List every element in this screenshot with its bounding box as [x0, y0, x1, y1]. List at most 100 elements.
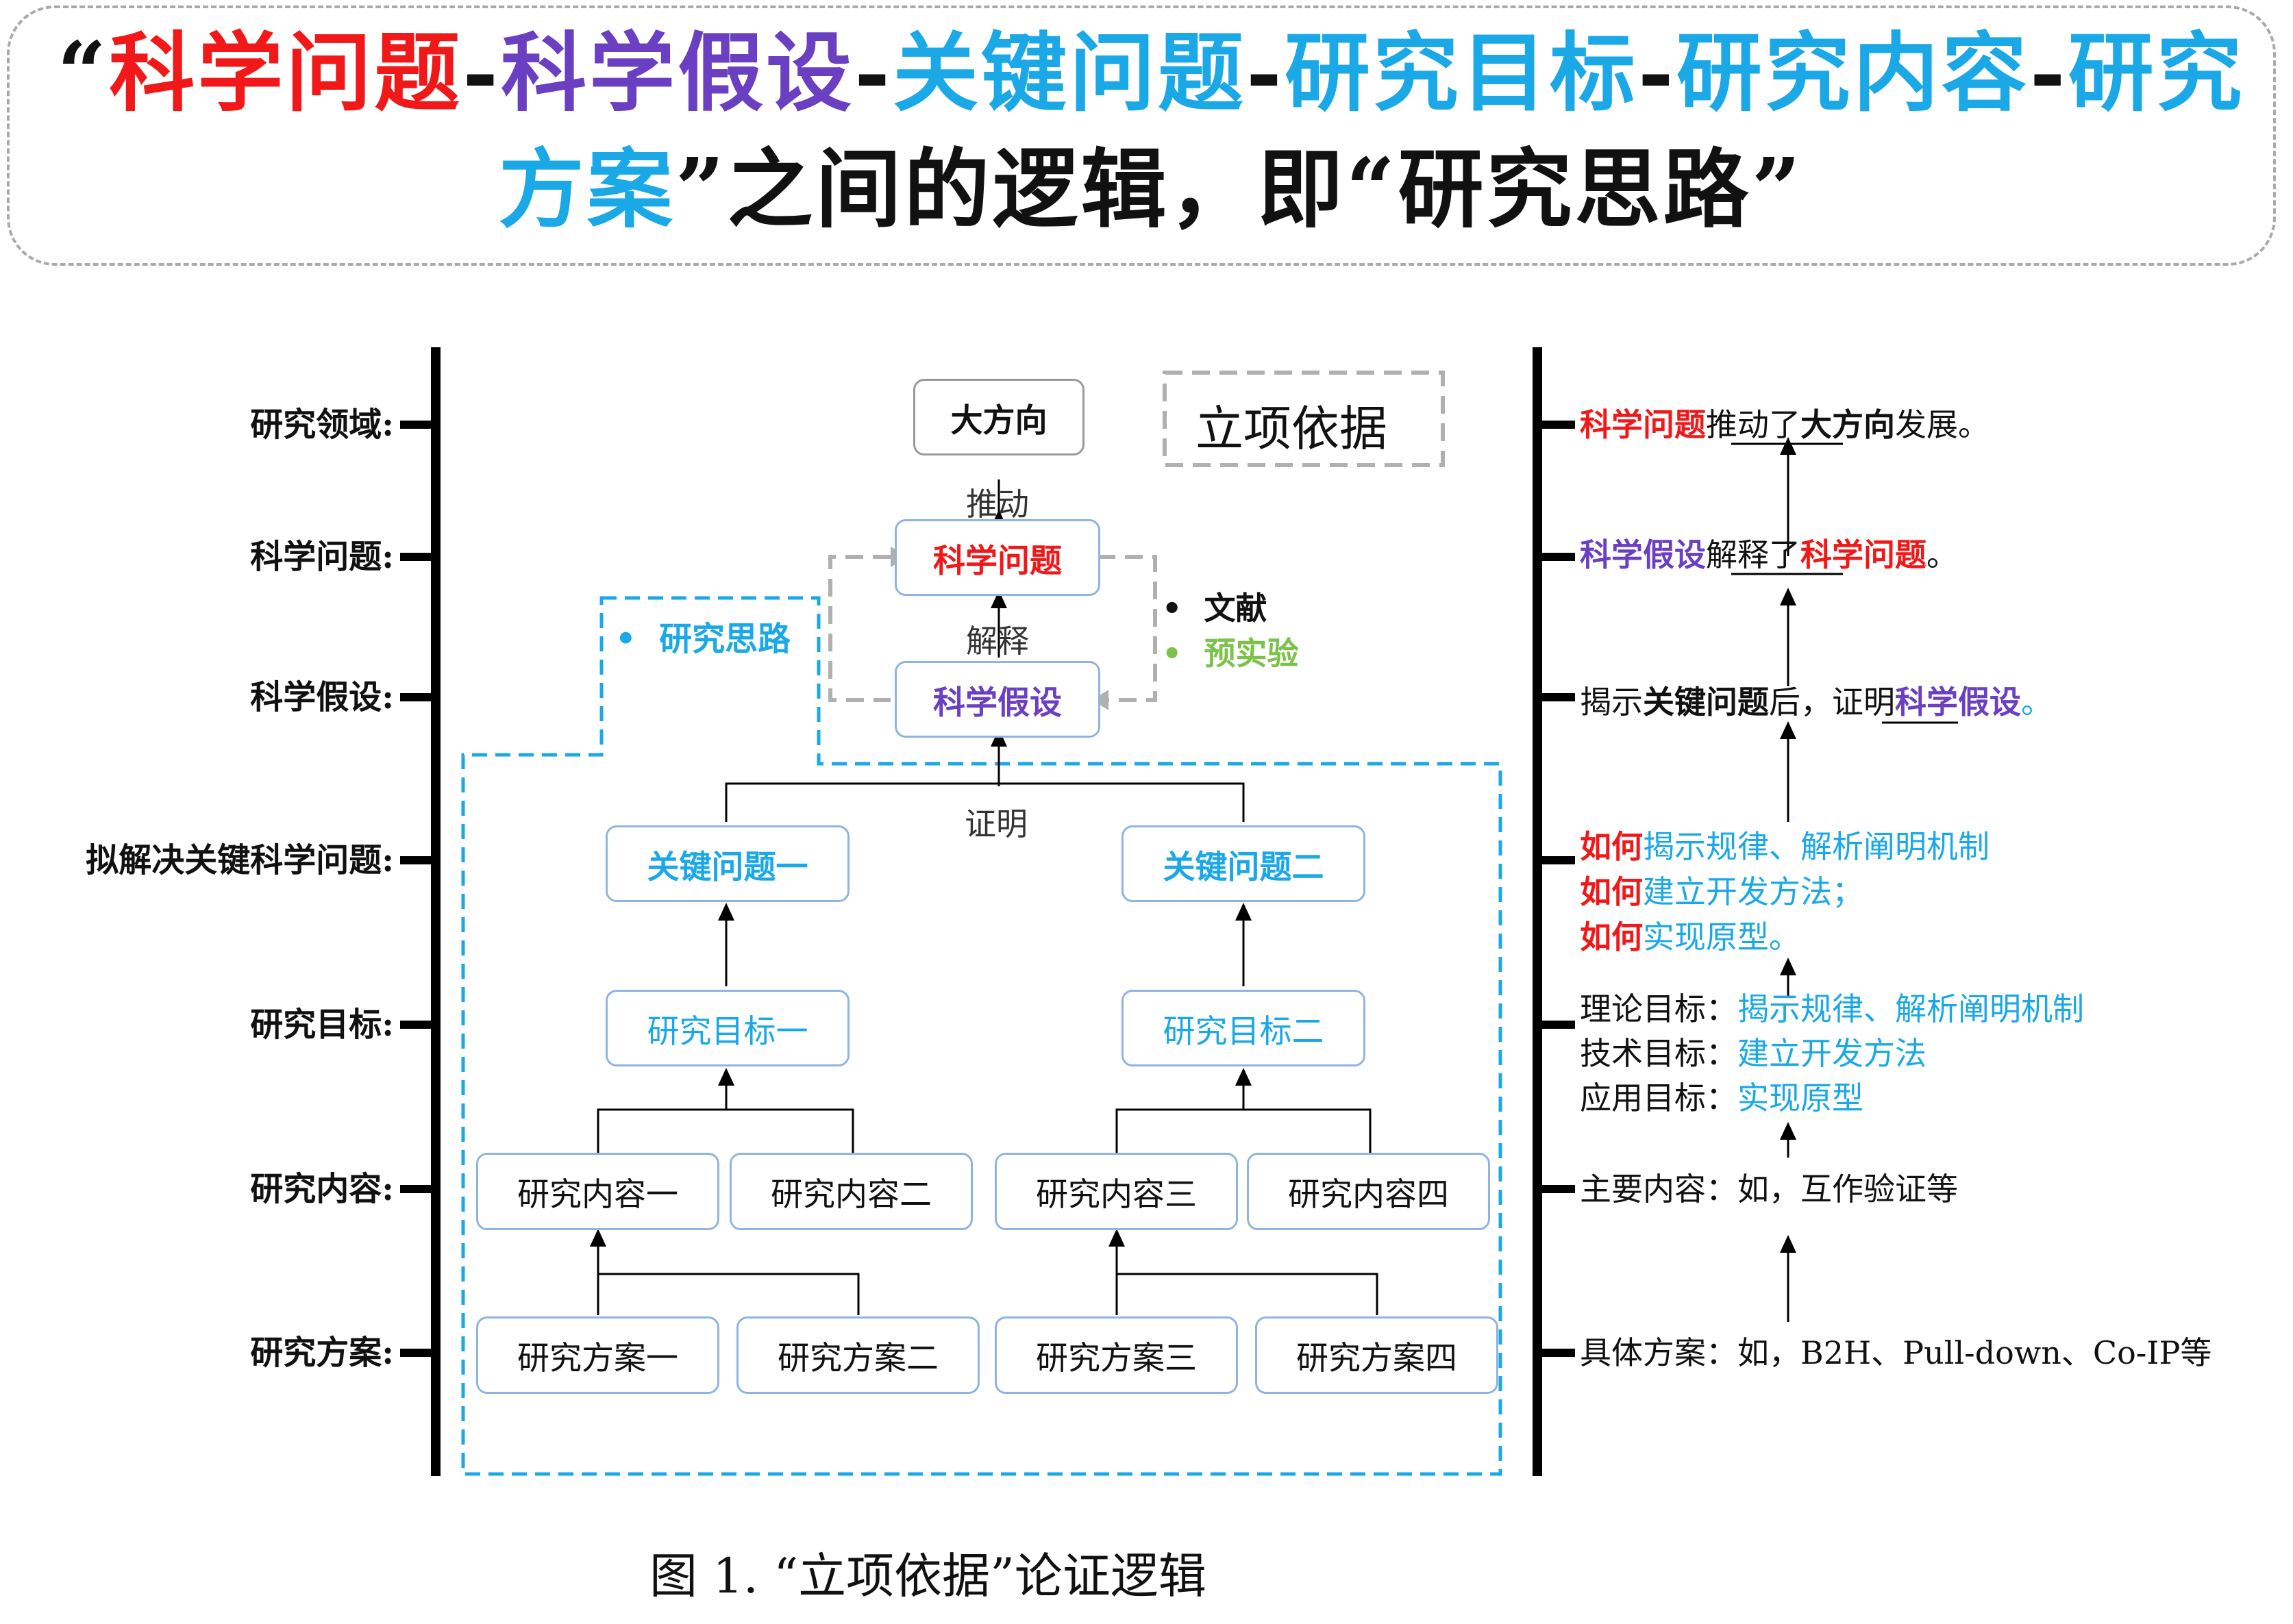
title-rest-quote: “研究思路” — [1346, 140, 1804, 240]
bullet: • — [615, 620, 636, 658]
label-prove: 证明 — [965, 805, 1028, 842]
title-dash: - — [1246, 23, 1285, 123]
right-row-how-3: 如何实现原型。 — [1580, 916, 1800, 958]
text-goal-value: 建立开发方法 — [1737, 1035, 1926, 1072]
text-science-problem: 科学问题 — [1580, 406, 1706, 443]
title-part-key-problem: 关键问题 — [893, 23, 1246, 123]
right-row-hypothesis: 揭示关键问题后，证明科学假设。 — [1580, 682, 2053, 723]
text-after: 后， — [1769, 684, 1832, 721]
label-explain: 解释 — [966, 623, 1029, 660]
title-banner — [7, 5, 2276, 266]
axis-tick — [400, 856, 433, 864]
bullet: • — [1162, 590, 1182, 627]
axis-tick — [1542, 856, 1575, 864]
right-axis — [1533, 347, 1542, 1476]
axis-tick — [400, 553, 433, 561]
right-row-how-1: 如何揭示规律、解析阐明机制 — [1580, 826, 1990, 867]
research-thought-text: 研究思路 — [659, 620, 791, 658]
text-how-detail: 揭示规律、解析阐明机制 — [1643, 828, 1990, 865]
box-plan-2: 研究方案二 — [736, 1316, 980, 1394]
text-science-problem: 科学问题 — [1800, 536, 1926, 573]
text-key-problem: 关键问题 — [1643, 684, 1769, 721]
box-plan-1: 研究方案一 — [476, 1316, 719, 1394]
left-axis — [431, 347, 441, 1476]
title-part-hypothesis: 科学假设 — [501, 23, 855, 123]
axis-tick — [400, 421, 433, 429]
pre-experiment-item: • 预实验 — [1162, 629, 1298, 674]
label-goal: 研究目标: — [250, 1005, 394, 1044]
text-pushed: 推动了 — [1706, 406, 1800, 443]
label-science-problem: 科学问题: — [250, 538, 394, 576]
text-prove: 证明 — [1832, 684, 1895, 721]
text-goal-key: 理论目标： — [1580, 990, 1737, 1027]
title-quote-open: “ — [57, 23, 110, 123]
axis-tick — [1542, 421, 1575, 429]
figure-caption: 图 1. “立项依据”论证逻辑 — [649, 1548, 1206, 1604]
text-goal-key: 应用目标： — [1580, 1079, 1737, 1116]
research-thought-label: • 研究思路 — [615, 612, 791, 660]
label-plan: 研究方案: — [250, 1334, 394, 1372]
box-goal-1: 研究目标一 — [606, 990, 850, 1066]
axis-tick — [400, 1349, 433, 1357]
basis-label: 立项依据 — [1195, 401, 1387, 457]
text-reveal: 揭示 — [1580, 684, 1643, 721]
text-how: 如何 — [1580, 873, 1643, 910]
label-research-field: 研究领域: — [250, 405, 394, 444]
title-part-content: 研究内容 — [1676, 23, 2030, 123]
text-how: 如何 — [1580, 828, 1643, 865]
text-goal-value: 揭示规律、解析阐明机制 — [1737, 990, 2084, 1027]
text-how-detail: 实现原型。 — [1643, 919, 1800, 955]
text-goal-key: 技术目标： — [1580, 1035, 1737, 1072]
box-content-3: 研究内容三 — [995, 1153, 1238, 1230]
title-part-science-problem: 科学问题 — [109, 23, 463, 123]
title-dash: - — [1637, 23, 1676, 123]
text-hypothesis: 科学假设 — [1895, 684, 2021, 721]
label-push: 推动 — [966, 486, 1029, 523]
box-content-1: 研究内容一 — [476, 1153, 719, 1230]
axis-tick — [1542, 693, 1575, 701]
box-key-problem-2: 关键问题二 — [1121, 825, 1365, 902]
axis-tick — [1542, 1185, 1575, 1193]
right-row-science-problem: 科学假设解释了科学问题。 — [1580, 534, 1958, 575]
title-dash: - — [2029, 23, 2068, 123]
box-goal-2: 研究目标二 — [1121, 990, 1365, 1066]
axis-tick — [1542, 1349, 1575, 1357]
text-how: 如何 — [1580, 919, 1643, 955]
right-row-goal-theory: 理论目标：揭示规律、解析阐明机制 — [1580, 988, 2084, 1029]
pre-experiment-text: 预实验 — [1204, 635, 1299, 672]
right-row-plan: 具体方案：如，B2H、Pull-down、Co-IP等 — [1580, 1334, 2212, 1371]
right-row-content: 主要内容：如，互作验证等 — [1580, 1171, 1958, 1208]
right-row-goal-tech: 技术目标：建立开发方法 — [1580, 1033, 1926, 1074]
text-direction: 大方向 — [1800, 406, 1895, 443]
box-hypothesis: 科学假设 — [895, 661, 1100, 738]
label-key-problem: 拟解决关键科学问题: — [86, 841, 394, 879]
axis-tick — [1542, 553, 1575, 561]
text-explained: 解释了 — [1706, 536, 1800, 573]
text-goal-value: 实现原型 — [1737, 1079, 1863, 1116]
title-dash: - — [462, 23, 501, 123]
box-direction: 大方向 — [913, 379, 1084, 455]
box-content-4: 研究内容四 — [1247, 1153, 1490, 1230]
axis-tick — [400, 1021, 433, 1029]
text-hypothesis: 科学假设 — [1580, 536, 1706, 573]
title-rest: ”之间的逻辑，即 — [675, 140, 1346, 240]
text-how-detail: 建立开发方法； — [1643, 873, 1863, 910]
box-plan-3: 研究方案三 — [995, 1316, 1238, 1394]
label-content: 研究内容: — [250, 1170, 394, 1208]
box-key-problem-1: 关键问题一 — [606, 825, 850, 902]
bullet: • — [1162, 635, 1182, 672]
box-content-2: 研究内容二 — [730, 1153, 973, 1230]
text-period: 。 — [1926, 536, 1958, 573]
title-part-plan: 研究方案 — [498, 23, 2245, 240]
right-row-how-2: 如何建立开发方法； — [1580, 871, 1863, 912]
title-part-goal: 研究目标 — [1284, 23, 1638, 123]
literature-text: 文献 — [1204, 590, 1267, 627]
right-row-goal-app: 应用目标：实现原型 — [1580, 1077, 1863, 1119]
right-row-field: 科学问题推动了大方向发展。 — [1580, 404, 1990, 445]
box-science-problem: 科学问题 — [895, 519, 1100, 596]
text-develop: 发展。 — [1895, 406, 1990, 443]
text-period: 。 — [2021, 684, 2053, 721]
axis-tick — [400, 693, 433, 701]
title-dash: - — [854, 23, 893, 123]
